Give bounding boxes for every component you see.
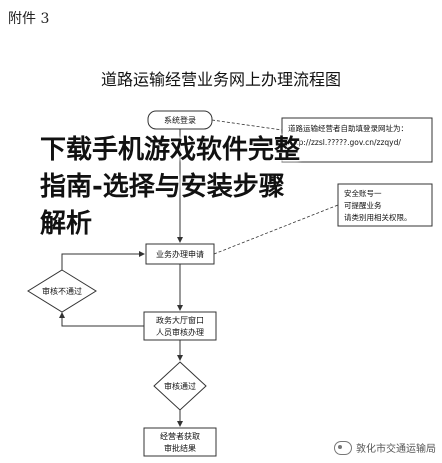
overlay-headline: 下载手机游戏软件完整 指南-选择与安装步骤 解析 xyxy=(40,132,420,243)
attachment-label: 附件 3 xyxy=(8,11,50,27)
result-line2: 审批结果 xyxy=(164,443,196,453)
overlay-line-1: 下载手机游戏软件完整 xyxy=(40,135,301,165)
note-mid-line3: 请类别用相关权限。 xyxy=(344,212,412,222)
watermark-text: 敦化市交通运输局 xyxy=(356,444,436,455)
hall-review-node xyxy=(143,311,217,341)
hall-review-line2: 人员审核办理 xyxy=(156,327,204,337)
note-top-box xyxy=(281,117,433,163)
note-mid-line2: 可提醒业务 xyxy=(344,200,382,210)
overlay-line-3: 解析 xyxy=(40,209,93,239)
overlay-line-2: 指南-选择与安装步骤 xyxy=(40,172,285,202)
hall-review-line1: 政务大厅窗口 xyxy=(156,315,204,325)
note-top-line1: 道路运输经营者自助填登录网址为： xyxy=(288,123,408,133)
note-mid-line1: 安全账号一 xyxy=(344,188,382,198)
login-label: 系统登录 xyxy=(164,115,196,125)
result-line1: 经营者获取 xyxy=(160,431,200,441)
wechat-icon xyxy=(334,440,352,455)
apply-label: 业务办理申请 xyxy=(156,249,204,259)
note-top-line2: http://zzsl.?????.gov.cn/zzqyd/ xyxy=(288,138,401,147)
result-node xyxy=(143,427,217,457)
watermark: 敦化市交通运输局 xyxy=(334,440,436,455)
reject-label: 审核不通过 xyxy=(42,286,82,296)
pass-label: 审核通过 xyxy=(164,381,196,391)
diagram-title: 道路运输经营业务网上办理流程图 xyxy=(100,70,341,89)
note-mid-box xyxy=(337,183,433,227)
